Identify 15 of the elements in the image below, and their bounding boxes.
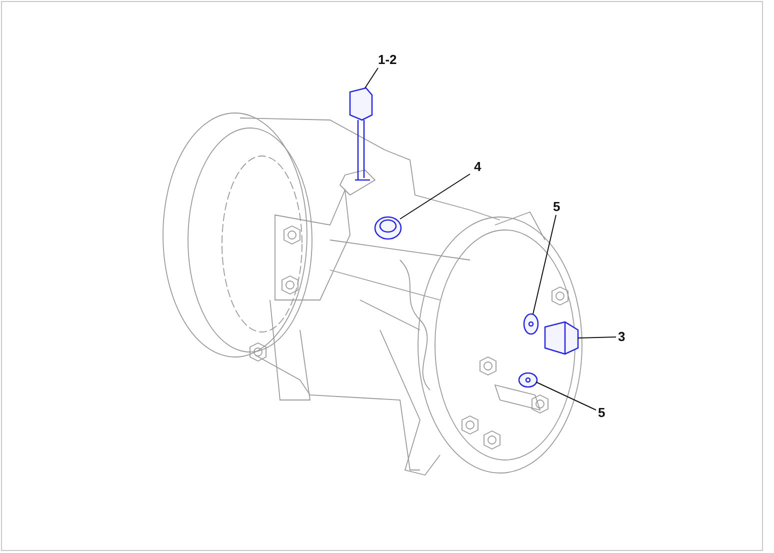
leader-line: [400, 174, 470, 220]
callout-number: 5: [553, 200, 560, 214]
callout-number: 3: [618, 330, 626, 344]
part-drawing: [523, 313, 539, 335]
part-drawing: [374, 216, 402, 240]
leader-line: [536, 382, 596, 410]
callout-number: 4: [474, 160, 482, 174]
part-drawing: [544, 321, 579, 355]
leader-line: [578, 336, 616, 338]
leader-line: [364, 68, 378, 88]
callout-number: 1-2: [378, 53, 397, 67]
callout-number: 5: [598, 406, 606, 420]
leader-line: [532, 214, 556, 314]
part-drawing: [518, 372, 538, 388]
part-drawing: [349, 87, 373, 181]
